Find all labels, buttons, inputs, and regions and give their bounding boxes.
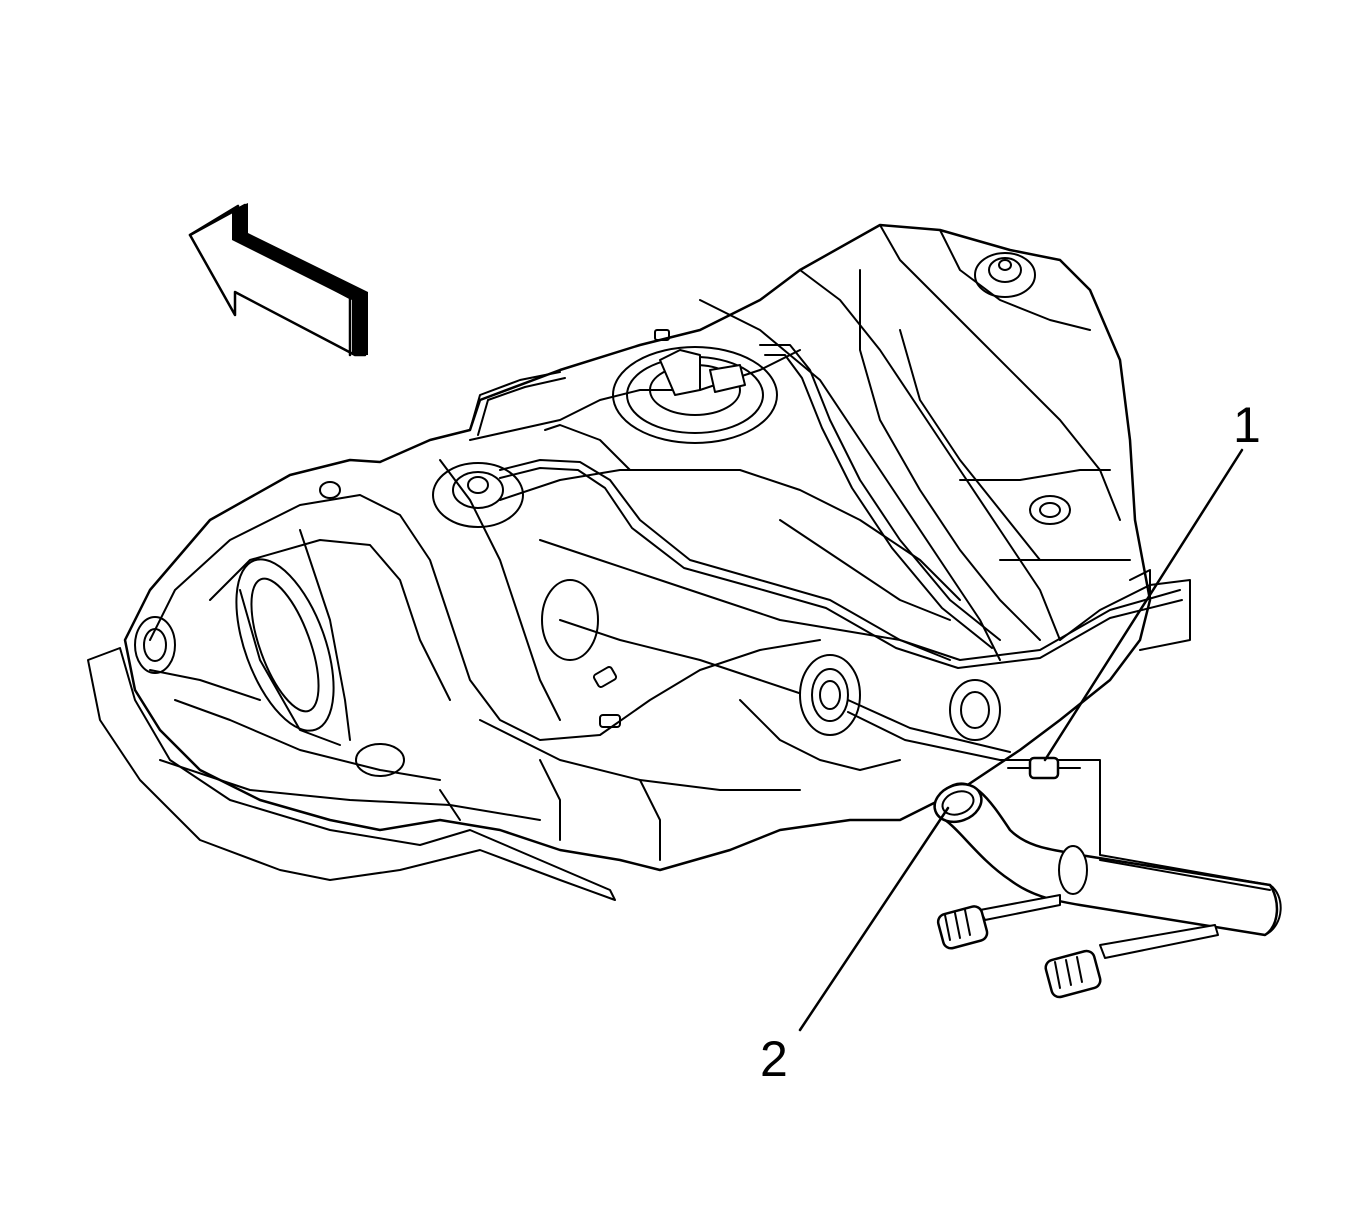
callout-2-leader bbox=[798, 806, 950, 1032]
callout-2-label: 2 bbox=[760, 1031, 788, 1087]
filler-pipe bbox=[847, 699, 1282, 937]
fuel-line-connectors bbox=[936, 894, 1219, 999]
callout-1-leader bbox=[1043, 448, 1244, 762]
callout-1-label: 1 bbox=[1233, 397, 1261, 453]
front-direction-arrow-icon bbox=[188, 203, 368, 357]
quick-connect-fitting bbox=[1007, 756, 1081, 780]
fuel-tank bbox=[87, 223, 1152, 901]
fuel-lines bbox=[469, 344, 1191, 669]
